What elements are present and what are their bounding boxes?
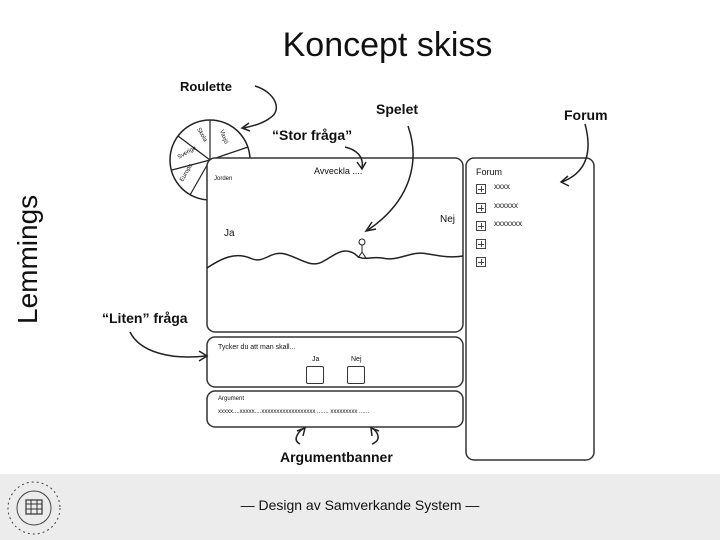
small-question-yes-label: Ja	[312, 356, 319, 363]
forum-item-label: xxxxxxx	[494, 219, 522, 228]
callout-forum: Forum	[564, 107, 608, 123]
game-no-label: Nej	[440, 214, 455, 225]
footer-text: — Design av Samverkande System —	[0, 497, 720, 513]
argument-title: Argument	[218, 396, 244, 402]
game-yes-label: Ja	[224, 228, 235, 239]
expand-icon[interactable]	[476, 203, 486, 213]
expand-icon[interactable]	[476, 257, 486, 267]
game-question: Avveckla ....	[314, 166, 362, 176]
small-question-no-label: Nej	[351, 356, 362, 363]
no-checkbox[interactable]	[347, 366, 365, 384]
game-panel	[207, 158, 463, 332]
arrow-roulette	[244, 86, 276, 128]
forum-item-label: xxxx	[494, 182, 510, 191]
yes-checkbox[interactable]	[306, 366, 324, 384]
callout-argumentbanner: Argumentbanner	[280, 449, 393, 465]
callout-liten-fraga: “Liten” fråga	[102, 310, 188, 326]
forum-item-label: xxxxxx	[494, 201, 518, 210]
expand-icon[interactable]	[476, 221, 486, 231]
forum-panel-title: Forum	[476, 167, 502, 177]
small-question-text: Tycker du att man skall...	[218, 344, 295, 351]
concept-sketch	[0, 0, 720, 474]
callout-spelet: Spelet	[376, 101, 418, 117]
expand-icon[interactable]	[476, 184, 486, 194]
arrow-liten-fraga	[130, 332, 206, 357]
roulette-slice-label: Jorden	[214, 176, 232, 182]
callout-roulette: Roulette	[180, 79, 232, 94]
callout-stor-fraga: “Stor fråga”	[272, 127, 352, 143]
expand-icon[interactable]	[476, 239, 486, 249]
argument-text: xxxxx....xxxxx....xxxxxxxxxxxxxxxxxx ...…	[218, 409, 369, 415]
